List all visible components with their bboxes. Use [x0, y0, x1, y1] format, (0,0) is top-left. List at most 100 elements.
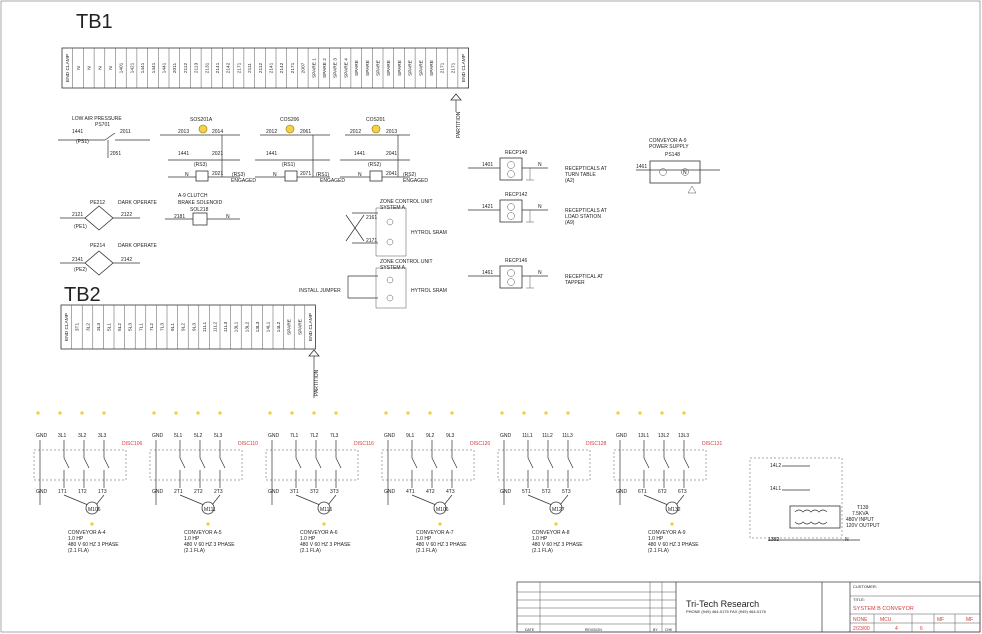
transformer-n: N: [845, 537, 849, 543]
tb2-terminal: 9L2: [181, 323, 187, 331]
receptacle-outlet-icon: [499, 199, 523, 223]
terminal-dot-icon: [638, 411, 642, 415]
tb1-terminal: 2141: [215, 62, 221, 73]
receptacle-neutral: N: [538, 204, 542, 210]
transformer-w2: 14L1: [770, 486, 781, 492]
cos201-w2: 2013: [386, 129, 397, 135]
motor-line-terminal: 11L3: [562, 433, 573, 439]
outlet-socket-icon: [507, 161, 515, 169]
tb2-terminal: 5L3: [128, 323, 134, 331]
sos201a-title: SOS201A: [190, 117, 213, 123]
motor-hp: 1.0 HP: [532, 536, 548, 542]
motor-line-terminal: 13L3: [678, 433, 689, 439]
motor-lead: [643, 494, 669, 506]
tb1-terminal: 2112: [258, 63, 264, 74]
cos206-tag2: (RS1): [316, 172, 329, 178]
pe214-w1: 2141: [72, 257, 83, 263]
motor-disconnect-id: DISC110: [238, 441, 258, 447]
motor-line-terminal: 5L1: [174, 433, 183, 439]
title-block: [516, 581, 981, 633]
tb-row2-0: 2/23/00: [853, 626, 870, 632]
receptacle-id: RECP146: [505, 258, 527, 264]
cos206-circuit: [255, 124, 330, 182]
motor-lead: [675, 494, 685, 506]
motor-id: M106: [88, 507, 101, 513]
tb-row1-2: MF: [937, 617, 944, 623]
receptacle-label1: RECEPTICAL AT: [565, 274, 603, 280]
cos206-w1: 2012: [266, 129, 277, 135]
disconnect-box: [149, 449, 243, 481]
zone2-title2: SYSTEM A: [380, 265, 406, 271]
terminal-dot-icon: [670, 522, 674, 526]
terminal-dot-icon: [196, 411, 200, 415]
tb1-terminal: SPARE: [418, 60, 424, 76]
cos201-tag2: (RS2): [403, 172, 416, 178]
terminal-dot-icon: [384, 411, 388, 415]
tb2-terminal: 14L1: [266, 321, 272, 332]
motor-load-terminal: 6T1: [638, 489, 647, 495]
ps148-title2: POWER SUPPLY: [649, 144, 689, 150]
sos201a-tag2: (RS3): [232, 172, 245, 178]
motor-line-terminal: 3L3: [98, 433, 107, 439]
sos201a-tag: (RS3): [194, 162, 207, 168]
motor-fla: (2.1 FLA): [184, 548, 205, 554]
chk-label: CHK: [665, 628, 673, 632]
terminal-dot-icon: [290, 411, 294, 415]
ps148-n: N: [683, 170, 687, 176]
tb2-terminal: 3L2: [85, 323, 91, 331]
pe212-w1: 2121: [72, 212, 83, 218]
sos201a-w5: 2021: [212, 171, 223, 177]
tb1-terminal: 1441: [140, 62, 146, 73]
tb1-terminal: N: [108, 66, 114, 70]
tb2-terminal: 11L3: [223, 322, 229, 333]
tb1-partition-marker: [450, 93, 462, 112]
tb1-terminal: 1421: [129, 62, 135, 73]
motor-lead: [63, 494, 89, 506]
zone2-jumper: INSTALL JUMPER: [299, 288, 341, 294]
motor-gnd-bottom: GND: [36, 489, 48, 495]
ps148-title1: CONVEYOR A-9: [649, 138, 687, 144]
disconnect-blade: [219, 457, 226, 469]
disconnect-box: [497, 449, 591, 481]
ps1-tag: (PS1): [76, 139, 89, 145]
disconnect-blade: [451, 457, 458, 469]
receptacle-label2: LOAD STATION: [565, 214, 601, 220]
tb1-terminal: END CLAMP: [65, 54, 71, 82]
cos206-engaged: ENGAGED: [320, 178, 345, 184]
motor-volts: 480 V 60 HZ 3 PHASE: [416, 542, 467, 548]
motor-volts: 480 V 60 HZ 3 PHASE: [68, 542, 119, 548]
receptacle-id: RECP140: [505, 150, 527, 156]
disconnect-blade: [643, 457, 650, 469]
company-address: PHONE (949) 464-0175 FAX (949) 464-0176: [686, 609, 767, 614]
receptacle-id: RECP142: [505, 192, 527, 198]
motor-hp: 1.0 HP: [300, 536, 316, 542]
sos201a-n: N: [185, 172, 189, 178]
cos201-w5: 2041: [386, 171, 397, 177]
outlet-socket-icon: [507, 203, 515, 211]
terminal-dot-icon: [206, 522, 210, 526]
cos206-w2: 2061: [300, 129, 311, 135]
tb1-terminal: N: [97, 66, 103, 70]
motor-gnd-top: GND: [152, 433, 164, 439]
tb1-terminal: SPARE: [397, 60, 403, 76]
cos201-circuit: [340, 124, 410, 182]
motor-line-terminal: 7L1: [290, 433, 299, 439]
tb-row1-1: MCU: [880, 617, 892, 623]
power-supply-ps148: [636, 160, 720, 194]
customer-label: CUSTOMER:: [853, 584, 877, 589]
disconnect-blade: [547, 457, 554, 469]
motor-icon: [85, 501, 99, 515]
motor-line-terminal: 9L2: [426, 433, 435, 439]
tb1-terminal: 2171: [450, 62, 456, 73]
cos201-n: N: [358, 172, 362, 178]
terminal-dot-icon: [58, 411, 62, 415]
tb2-terminal: END CLAMP: [308, 313, 314, 341]
cos201-w3: 1441: [354, 151, 365, 157]
terminal-dot-icon: [312, 411, 316, 415]
motor-load-terminal: 4T2: [426, 489, 435, 495]
